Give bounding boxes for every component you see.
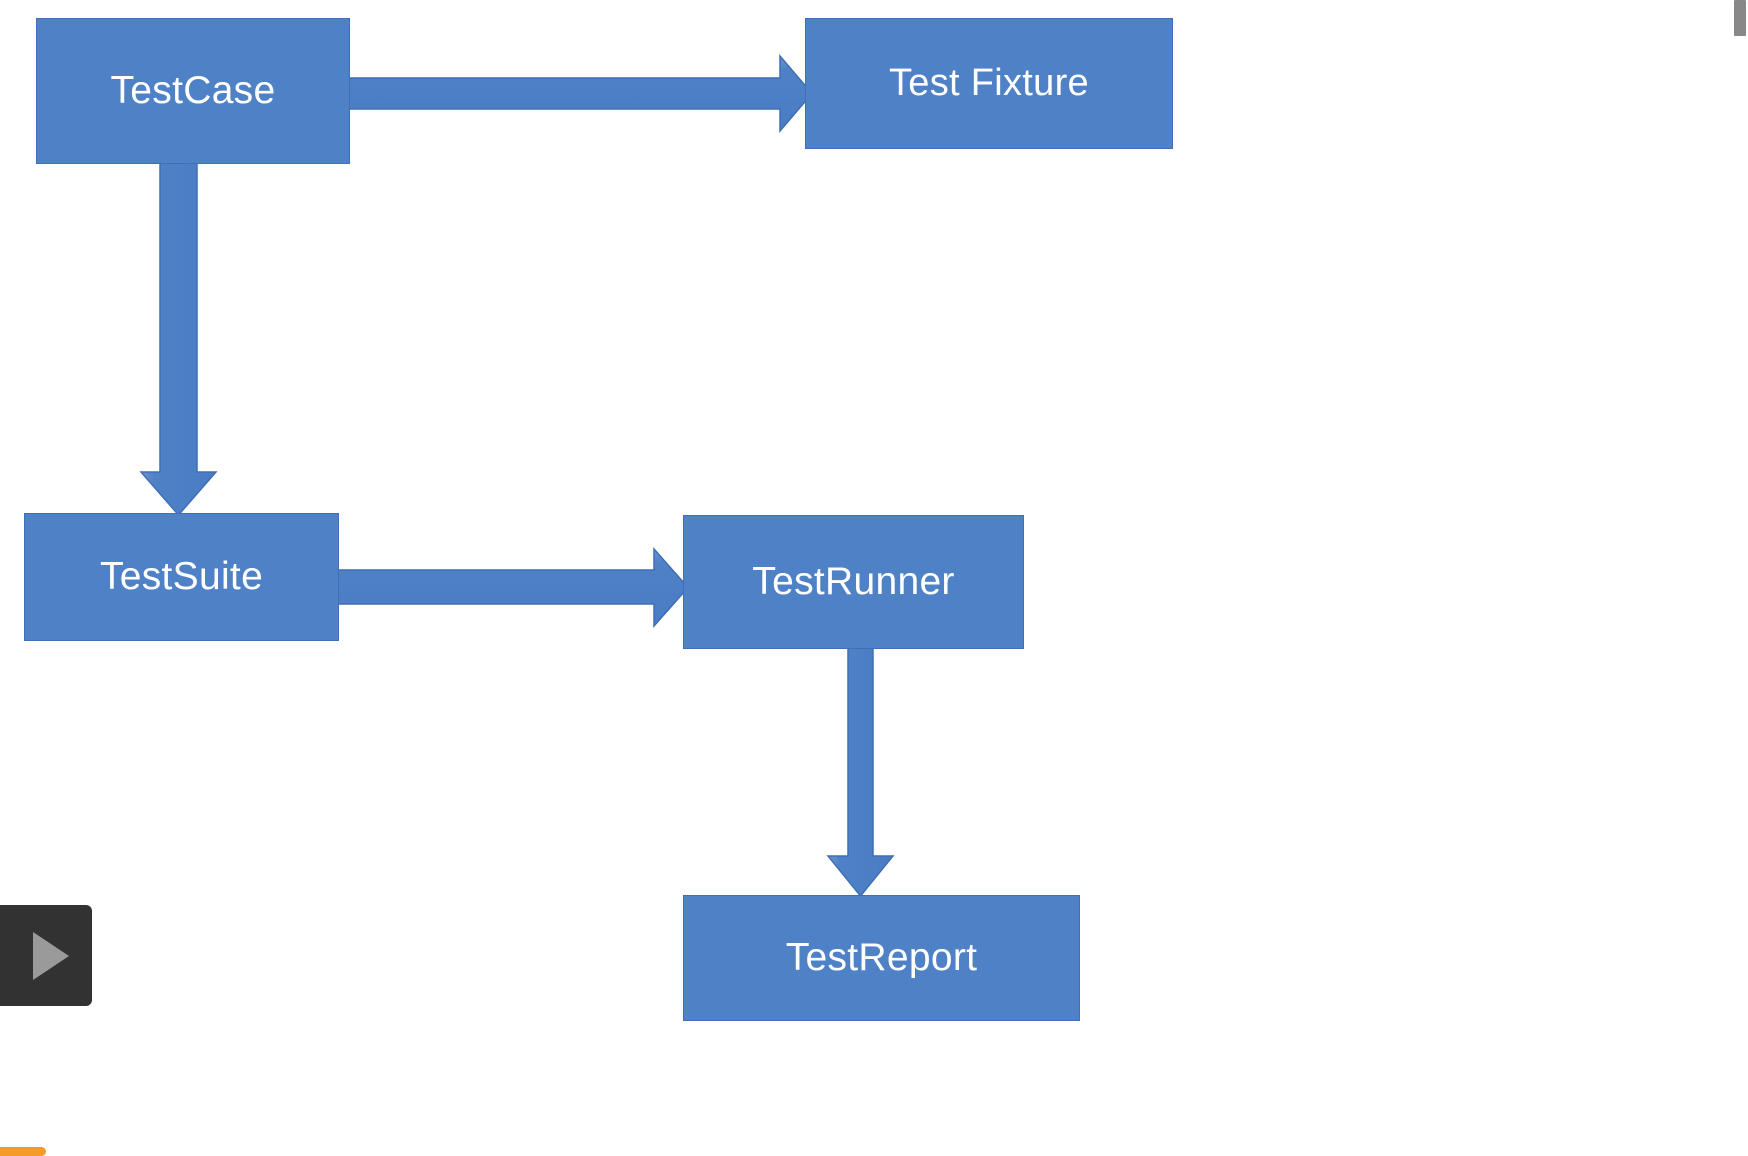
node-testsuite[interactable]: TestSuite (24, 513, 339, 641)
play-triangle-icon (33, 931, 69, 980)
arrow-testrunner-to-testreport (826, 645, 895, 898)
node-testfixture-label: Test Fixture (889, 62, 1089, 104)
node-testrunner[interactable]: TestRunner (683, 515, 1024, 649)
node-testreport-label: TestReport (785, 936, 978, 979)
video-progress-bar[interactable] (0, 1147, 46, 1156)
arrow-testcase-to-testfixture (347, 53, 813, 134)
node-testcase-label: TestCase (110, 69, 276, 112)
node-testreport[interactable]: TestReport (683, 895, 1080, 1021)
node-testsuite-label: TestSuite (99, 555, 264, 598)
node-testrunner-label: TestRunner (752, 560, 955, 603)
node-testfixture[interactable]: Test Fixture (805, 18, 1173, 149)
vertical-scrollbar-thumb[interactable] (1734, 0, 1746, 36)
node-testcase[interactable]: TestCase (36, 18, 350, 164)
arrow-testcase-to-testsuite (139, 161, 218, 517)
arrow-testsuite-to-testrunner (336, 547, 690, 628)
play-button[interactable] (0, 905, 92, 1006)
vertical-scrollbar-track[interactable] (1733, 0, 1748, 1156)
